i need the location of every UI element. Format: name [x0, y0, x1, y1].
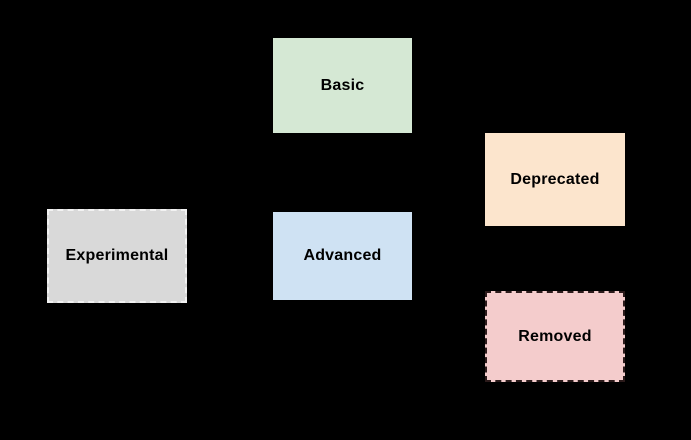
- diagram-node-removed[interactable]: Removed: [485, 291, 625, 382]
- diagram-node-basic[interactable]: Basic: [273, 38, 412, 133]
- diagram-node-removed-label: Removed: [518, 327, 592, 345]
- diagram-node-basic-label: Basic: [320, 76, 365, 94]
- diagram-node-advanced[interactable]: Advanced: [273, 212, 412, 300]
- diagram-node-experimental-label: Experimental: [65, 247, 169, 265]
- diagram-node-advanced-label: Advanced: [303, 247, 382, 265]
- diagram-node-deprecated-label: Deprecated: [510, 170, 600, 188]
- diagram-node-deprecated[interactable]: Deprecated: [485, 133, 625, 226]
- diagram-node-experimental[interactable]: Experimental: [47, 209, 187, 303]
